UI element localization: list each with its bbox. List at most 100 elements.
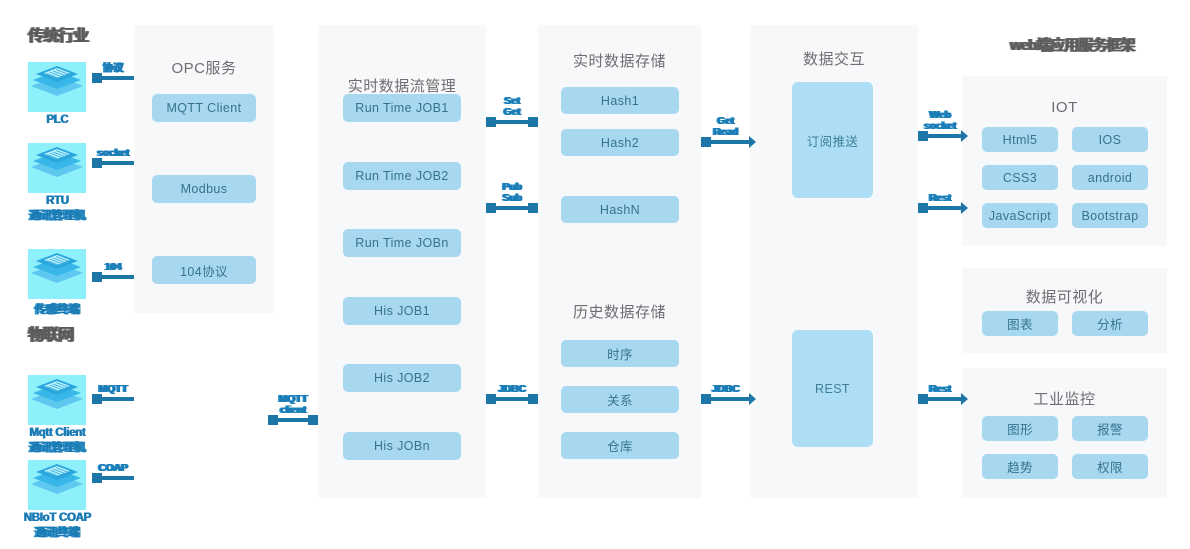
panel-industrial-monitoring: 工业监控图形报警趋势权限 bbox=[962, 368, 1167, 498]
chip-run-time-job1[interactable]: Run Time JOB1 bbox=[343, 94, 461, 122]
device-label-line1: Mqtt Client bbox=[28, 427, 86, 439]
connector-label-nbiot-coap: COAP bbox=[98, 463, 128, 474]
connector-nbiot-coap-protocol: COAP bbox=[92, 463, 134, 483]
panel-history-storage: 历史数据存储时序关系仓库 bbox=[538, 268, 701, 498]
chip-subscribe-push[interactable]: 订阅推送 bbox=[792, 82, 873, 198]
panel-title-opc-service: OPC服务 bbox=[171, 60, 237, 77]
connector-label-jdbc-left-link: JDBC bbox=[498, 384, 526, 395]
chip-relational[interactable]: 关系 bbox=[561, 386, 679, 413]
connector-label-line1: JDBC bbox=[498, 383, 526, 395]
chip-modbus-chip[interactable]: Modbus bbox=[152, 175, 256, 203]
chip-html5[interactable]: Html5 bbox=[982, 127, 1058, 152]
chip-run-time-jobn[interactable]: Run Time JOBn bbox=[343, 229, 461, 257]
connector-cap-right bbox=[308, 415, 318, 425]
connector-label-text: socket bbox=[96, 147, 130, 159]
device-label-plc: PLC bbox=[6, 114, 108, 126]
device-label-nbiot-coap: NBIoT COAP 通讯终端 bbox=[6, 512, 108, 540]
connector-label-line1: Set bbox=[504, 95, 520, 107]
chip-hashn[interactable]: HashN bbox=[561, 196, 679, 223]
connector-label-line1: Rest bbox=[929, 192, 951, 204]
chip-run-time-job2[interactable]: Run Time JOB2 bbox=[343, 162, 461, 190]
device-label-line1: NBIoT COAP bbox=[23, 512, 91, 524]
connector-cap-left bbox=[918, 131, 928, 141]
connector-label-line1: MQTT bbox=[278, 393, 308, 405]
chip-protocol-104-chip[interactable]: 104协议 bbox=[152, 256, 256, 284]
connector-label-rest-bottom-link: Rest bbox=[929, 384, 951, 395]
panel-data-visualization: 数据可视化图表分析 bbox=[962, 268, 1167, 353]
chip-his-jobn[interactable]: His JOBn bbox=[343, 432, 461, 460]
connector-cap-left bbox=[486, 203, 496, 213]
chip-his-job1[interactable]: His JOB1 bbox=[343, 297, 461, 325]
chip-mqtt-client-chip[interactable]: MQTT Client bbox=[152, 94, 256, 122]
connector-cap-left bbox=[918, 394, 928, 404]
connector-cap-left bbox=[701, 394, 711, 404]
connector-arrow-icon bbox=[749, 136, 756, 148]
device-cube-icon bbox=[28, 62, 86, 112]
connector-cap-left bbox=[701, 137, 711, 147]
connector-cap-left bbox=[268, 415, 278, 425]
chip-warehouse[interactable]: 仓库 bbox=[561, 432, 679, 459]
connector-cap-left bbox=[92, 394, 102, 404]
chip-rest-service[interactable]: REST bbox=[792, 330, 873, 447]
connector-label-line2: Read bbox=[713, 126, 738, 138]
chip-hash1[interactable]: Hash1 bbox=[561, 87, 679, 114]
panel-title-data-visualization: 数据可视化 bbox=[1025, 289, 1104, 306]
device-label-line2: 通讯管理机 bbox=[29, 210, 85, 222]
connector-arrow-icon bbox=[749, 393, 756, 405]
device-label-sensor: 传感终端 bbox=[6, 301, 108, 317]
connector-rest-bottom-link: Rest bbox=[918, 384, 968, 405]
device-cube-icon bbox=[28, 249, 86, 299]
connector-label-plc: 协议 bbox=[103, 63, 124, 74]
panel-title-realtime-storage: 实时数据存储 bbox=[572, 53, 666, 70]
connector-rtu-protocol: socket bbox=[92, 148, 134, 168]
panel-title-industrial-monitoring: 工业监控 bbox=[1033, 391, 1096, 408]
connector-bar bbox=[918, 134, 962, 138]
connector-bar bbox=[486, 206, 538, 210]
connector-label-jdbc-right-link: JDBC bbox=[712, 384, 740, 395]
connector-bar bbox=[701, 397, 750, 401]
connector-label-rest-top-link: Rest bbox=[929, 193, 951, 204]
chip-analysis[interactable]: 分析 bbox=[1072, 311, 1148, 336]
panel-title-data-exchange: 数据交互 bbox=[802, 51, 865, 68]
chip-bootstrap[interactable]: Bootstrap bbox=[1072, 203, 1148, 228]
connector-bar bbox=[92, 397, 134, 401]
connector-label-line2: socket bbox=[923, 120, 957, 132]
chip-permissions[interactable]: 权限 bbox=[1072, 454, 1148, 479]
connector-cap-right bbox=[528, 203, 538, 213]
chip-alarm[interactable]: 报警 bbox=[1072, 416, 1148, 441]
chip-android[interactable]: android bbox=[1072, 165, 1148, 190]
section-header-iot: 物联网 bbox=[28, 327, 74, 344]
section-header-traditional-industry: 传统行业 bbox=[28, 28, 89, 45]
chip-javascript[interactable]: JavaScript bbox=[982, 203, 1058, 228]
device-label-line2: 通讯终端 bbox=[34, 527, 80, 539]
device-label-line2: 传感终端 bbox=[34, 304, 80, 316]
chip-charts[interactable]: 图表 bbox=[982, 311, 1058, 336]
chip-timeseries[interactable]: 时序 bbox=[561, 340, 679, 367]
device-node-plc: PLC bbox=[28, 62, 86, 126]
connector-label-line1: JDBC bbox=[711, 383, 740, 395]
chip-ios[interactable]: IOS bbox=[1072, 127, 1148, 152]
connector-cap-left bbox=[92, 272, 102, 282]
connector-cap-right bbox=[528, 117, 538, 127]
device-label-line1: PLC bbox=[45, 114, 69, 126]
connector-bar bbox=[92, 476, 134, 480]
connector-label-sensor: 104 bbox=[105, 262, 122, 273]
chip-hash2[interactable]: Hash2 bbox=[561, 129, 679, 156]
chip-trend[interactable]: 趋势 bbox=[982, 454, 1058, 479]
device-node-nbiot-coap: NBIoT COAP 通讯终端 bbox=[23, 460, 91, 539]
connector-arrow-icon bbox=[961, 202, 968, 214]
panel-data-exchange: 数据交互订阅推送 REST bbox=[750, 25, 918, 498]
chip-his-job2[interactable]: His JOB2 bbox=[343, 364, 461, 392]
chip-css3[interactable]: CSS3 bbox=[982, 165, 1058, 190]
connector-arrow-icon bbox=[961, 393, 968, 405]
connector-label-text: MQTT bbox=[98, 383, 128, 395]
chip-graphics[interactable]: 图形 bbox=[982, 416, 1058, 441]
connector-label-line1: Rest bbox=[929, 383, 951, 395]
